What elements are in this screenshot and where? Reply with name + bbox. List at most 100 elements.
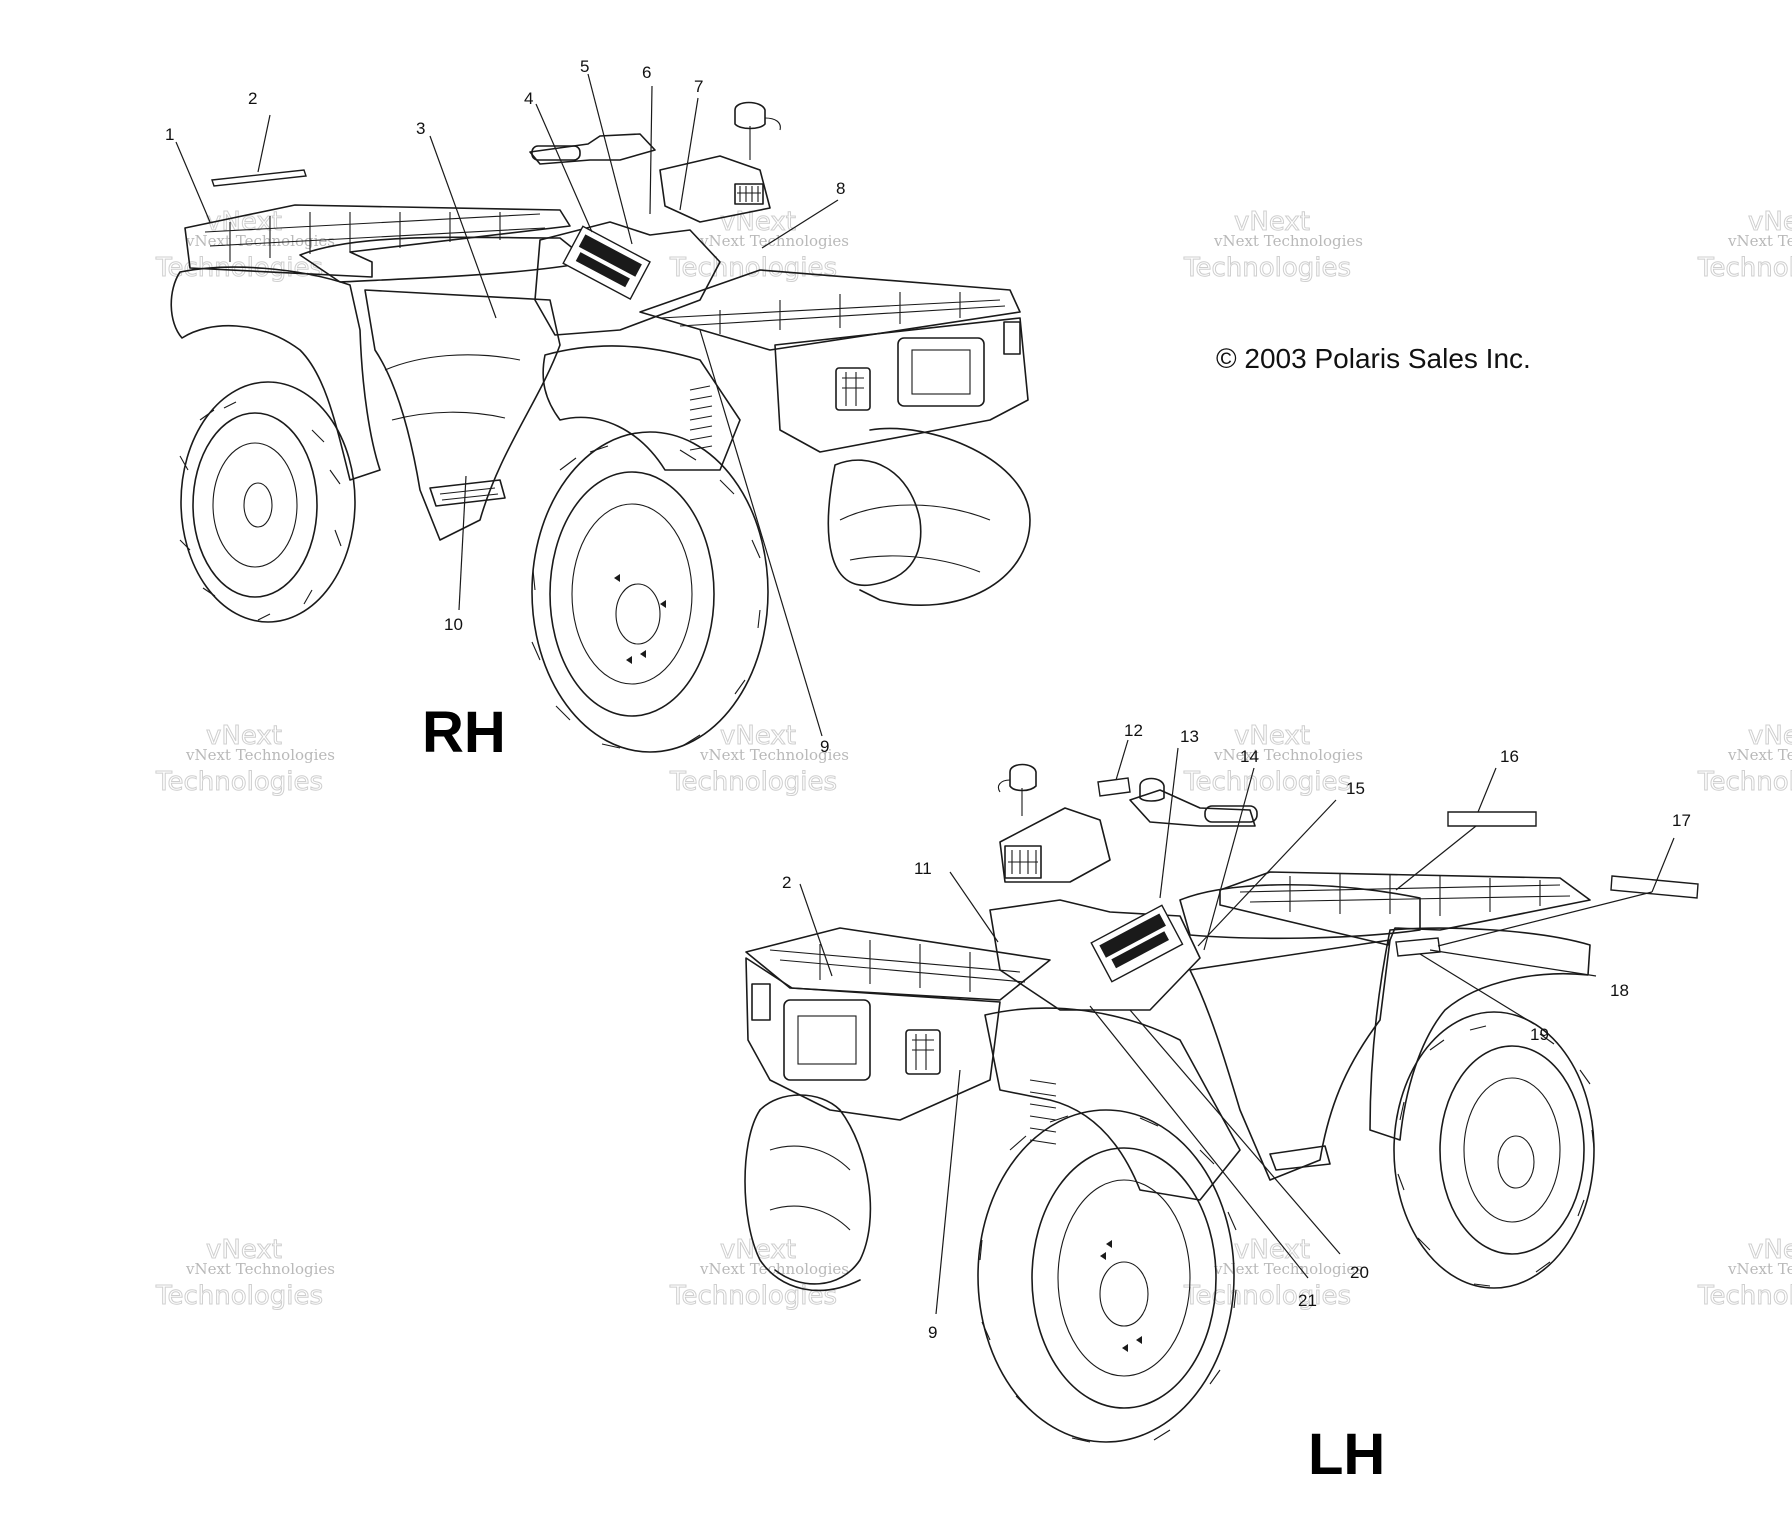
callout-16[interactable]: 16 <box>1500 747 1519 766</box>
watermark: Technologies vNext vNext Technologies <box>1183 207 1364 284</box>
rh-footrest <box>429 479 506 507</box>
svg-text:Technologies: Technologies <box>669 253 837 283</box>
lh-callouts: 2 11 12 13 14 15 16 17 18 19 20 21 9 <box>782 721 1691 1342</box>
watermark: Technologies vNext vNext Technologies <box>1697 207 1792 284</box>
svg-text:Technologies: Technologies <box>1697 253 1792 283</box>
callout-19[interactable]: 19 <box>1530 1025 1549 1044</box>
callout-2[interactable]: 2 <box>782 873 791 892</box>
rh-rear-wheel <box>179 381 356 623</box>
view-label-lh: LH <box>1308 1422 1385 1487</box>
svg-text:vNext Technologies: vNext Technologies <box>699 1260 849 1278</box>
watermark: Technologies vNext vNext Technologies <box>1697 1235 1792 1312</box>
callout-6[interactable]: 6 <box>642 63 651 82</box>
lh-rear-wheel <box>1393 1011 1595 1289</box>
callout-15[interactable]: 15 <box>1346 779 1365 798</box>
callout-1[interactable]: 1 <box>165 125 174 144</box>
lh-footrest <box>1269 1145 1331 1171</box>
lh-front-wheel <box>977 1109 1237 1443</box>
callout-11[interactable]: 11 <box>914 859 932 878</box>
svg-text:Technologies: Technologies <box>1183 253 1351 283</box>
svg-text:vNext: vNext <box>1234 207 1310 237</box>
callout-8[interactable]: 8 <box>836 179 845 198</box>
watermark: Technologies vNext vNext Technologies <box>1697 721 1792 798</box>
lh-400-decal <box>1090 904 1184 983</box>
svg-text:Technologies: Technologies <box>1183 1281 1351 1311</box>
svg-text:Technologies: Technologies <box>669 1281 837 1311</box>
svg-text:Technologies: Technologies <box>155 767 323 797</box>
rh-headlight-pod <box>659 155 771 223</box>
callout-4[interactable]: 4 <box>524 89 533 108</box>
svg-text:vNext: vNext <box>1234 1235 1310 1265</box>
callout-2[interactable]: 2 <box>248 89 257 108</box>
svg-text:vNext: vNext <box>1234 721 1310 751</box>
svg-text:Technologies: Technologies <box>669 767 837 797</box>
watermark: Technologies vNext vNext Technologies <box>155 721 336 798</box>
svg-text:Technologies: Technologies <box>1697 767 1792 797</box>
lh-rear-rack <box>1219 871 1591 946</box>
watermark: Technologies vNext vNext Technologies <box>669 721 850 798</box>
atv-lh-drawing <box>744 763 1699 1443</box>
svg-text:vNext: vNext <box>206 1235 282 1265</box>
callout-12[interactable]: 12 <box>1124 721 1143 740</box>
callout-21[interactable]: 21 <box>1298 1291 1317 1310</box>
svg-text:vNext Technologies: vNext Technologies <box>1727 746 1792 764</box>
rh-front-wheel <box>531 431 769 753</box>
svg-text:vNext: vNext <box>1748 721 1792 751</box>
rh-front-headlamp <box>835 367 871 411</box>
rh-far-front-wheel <box>827 427 1031 606</box>
lh-decal-16 <box>1447 811 1537 827</box>
svg-text:vNext Technologies: vNext Technologies <box>699 746 849 764</box>
lh-decal-18-19 <box>1395 937 1441 957</box>
callout-20[interactable]: 20 <box>1350 1263 1369 1282</box>
rh-front-fender <box>542 345 741 471</box>
rh-handlebar <box>529 133 656 165</box>
view-label-rh: RH <box>422 700 506 765</box>
watermark: Technologies vNext vNext Technologies <box>155 1235 336 1312</box>
atv-rh-drawing <box>170 101 1031 753</box>
callout-3[interactable]: 3 <box>416 119 425 138</box>
svg-text:Technologies: Technologies <box>155 1281 323 1311</box>
callout-10[interactable]: 10 <box>444 615 463 634</box>
callout-17[interactable]: 17 <box>1672 811 1691 830</box>
callout-9[interactable]: 9 <box>928 1323 937 1342</box>
lh-rear-fender <box>1369 927 1591 1141</box>
callout-5[interactable]: 5 <box>580 57 589 76</box>
lh-headlight-pod <box>999 807 1111 883</box>
lh-handlebar <box>1129 789 1256 827</box>
svg-text:Technologies: Technologies <box>1697 1281 1792 1311</box>
svg-text:vNext: vNext <box>1748 1235 1792 1265</box>
rh-front-fascia <box>774 317 1029 453</box>
svg-text:vNext Technologies: vNext Technologies <box>185 1260 335 1278</box>
lh-far-front-wheel <box>744 1094 872 1292</box>
rh-callouts: 1 2 3 4 5 6 7 8 9 10 <box>165 57 845 756</box>
svg-text:vNext: vNext <box>720 1235 796 1265</box>
lh-decal-12 <box>1097 777 1131 797</box>
svg-text:vNext: vNext <box>720 721 796 751</box>
lh-side-panel <box>1189 939 1391 1181</box>
watermark: Technologies vNext vNext Technologies <box>669 207 850 284</box>
rh-leader-lines <box>175 73 839 737</box>
rh-side-panel <box>364 289 561 541</box>
svg-text:vNext Technologies: vNext Technologies <box>1213 746 1363 764</box>
callout-13[interactable]: 13 <box>1180 727 1199 746</box>
svg-text:vNext: vNext <box>720 207 796 237</box>
watermarks: Technologies vNext vNext Technologies Te… <box>155 207 1792 1312</box>
svg-text:vNext Technologies: vNext Technologies <box>1727 232 1792 250</box>
lh-leader-lines <box>799 739 1675 1315</box>
lh-front-rack <box>745 927 1051 1001</box>
callout-7[interactable]: 7 <box>694 77 703 96</box>
callout-9[interactable]: 9 <box>820 737 829 756</box>
svg-text:Technologies: Technologies <box>1183 767 1351 797</box>
svg-text:vNext Technologies: vNext Technologies <box>1213 232 1363 250</box>
lh-front-shock <box>1029 1079 1057 1145</box>
lh-front-fender <box>984 1007 1241 1201</box>
rh-front-shock <box>689 385 713 451</box>
rh-fuel-tank <box>534 221 721 336</box>
rh-rear-fender <box>170 266 381 481</box>
svg-text:Technologies: Technologies <box>155 253 323 283</box>
rh-decal-2-strip <box>211 169 307 187</box>
callout-18[interactable]: 18 <box>1610 981 1629 1000</box>
callout-14[interactable]: 14 <box>1240 747 1259 766</box>
svg-text:vNext Technologies: vNext Technologies <box>1727 1260 1792 1278</box>
